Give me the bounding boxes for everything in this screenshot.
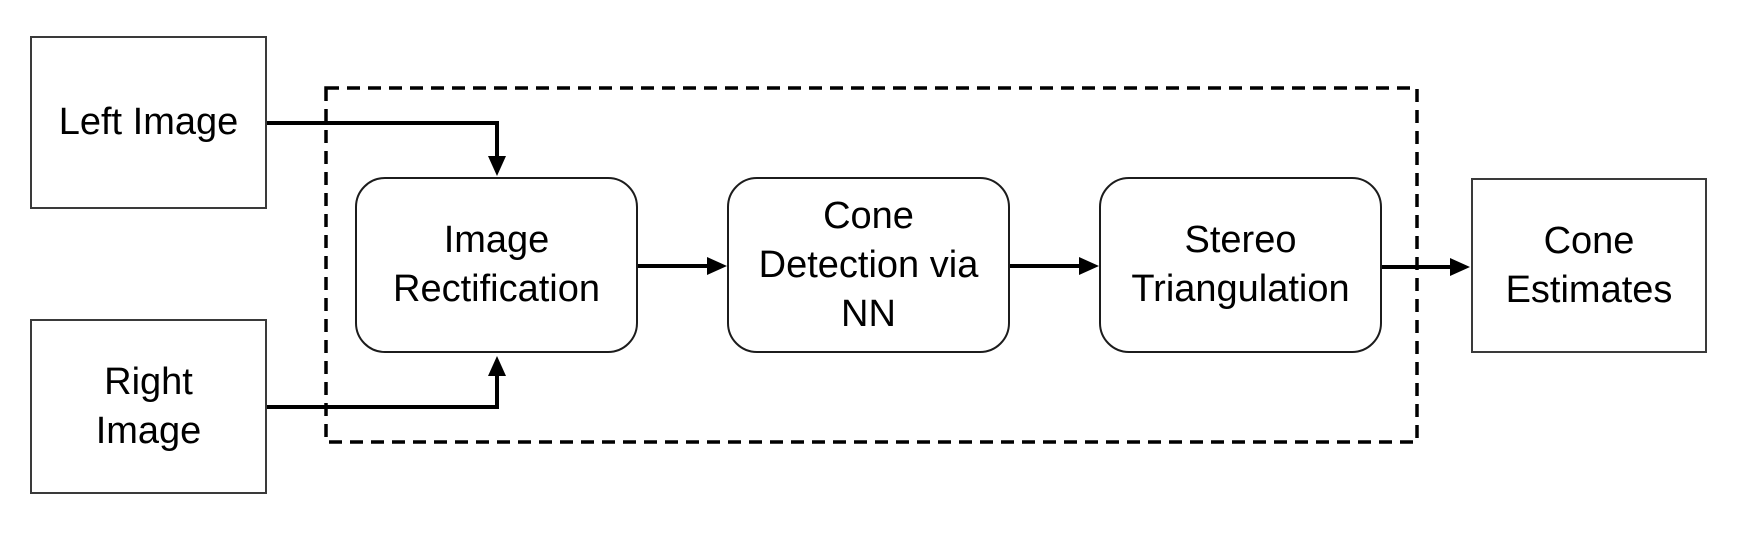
node-right-image-label-line2: Image xyxy=(95,409,202,452)
node-cone-detection-label-line1: Cone xyxy=(823,194,914,237)
node-stereo-triangulation-label-line1: Stereo xyxy=(1184,219,1297,261)
node-right-image: Right Image xyxy=(30,319,267,494)
node-cone-detection-label-line3: NN xyxy=(841,292,896,335)
node-image-rectification-label-line2: Rectification xyxy=(393,268,600,310)
arrowhead-right-image-to-rectification xyxy=(488,356,506,376)
node-stereo-triangulation-label-line2: Triangulation xyxy=(1131,268,1350,310)
node-right-image-label-line1: Right xyxy=(104,360,193,403)
node-cone-estimates-label-line2: Estimates xyxy=(1505,268,1673,311)
node-left-image: Left Image xyxy=(30,36,267,209)
node-cone-detection-label-line2: Detection via xyxy=(758,243,979,286)
node-left-image-label: Left Image xyxy=(58,101,239,143)
node-image-rectification: Image Rectification xyxy=(355,177,638,353)
connector-left-image-to-rectification xyxy=(267,121,499,158)
connector-right-image-to-rectification xyxy=(267,375,499,409)
node-cone-estimates: Cone Estimates xyxy=(1471,178,1707,353)
arrowhead-rectification-to-detection xyxy=(707,257,727,275)
node-stereo-triangulation: Stereo Triangulation xyxy=(1099,177,1382,353)
node-image-rectification-label-line1: Image xyxy=(443,219,550,261)
arrowhead-left-image-to-rectification xyxy=(488,156,506,176)
arrowhead-triangulation-to-estimates xyxy=(1450,258,1470,276)
arrowhead-detection-to-triangulation xyxy=(1079,257,1099,275)
node-cone-detection: Cone Detection via NN xyxy=(727,177,1010,353)
node-cone-estimates-label-line1: Cone xyxy=(1543,219,1635,262)
